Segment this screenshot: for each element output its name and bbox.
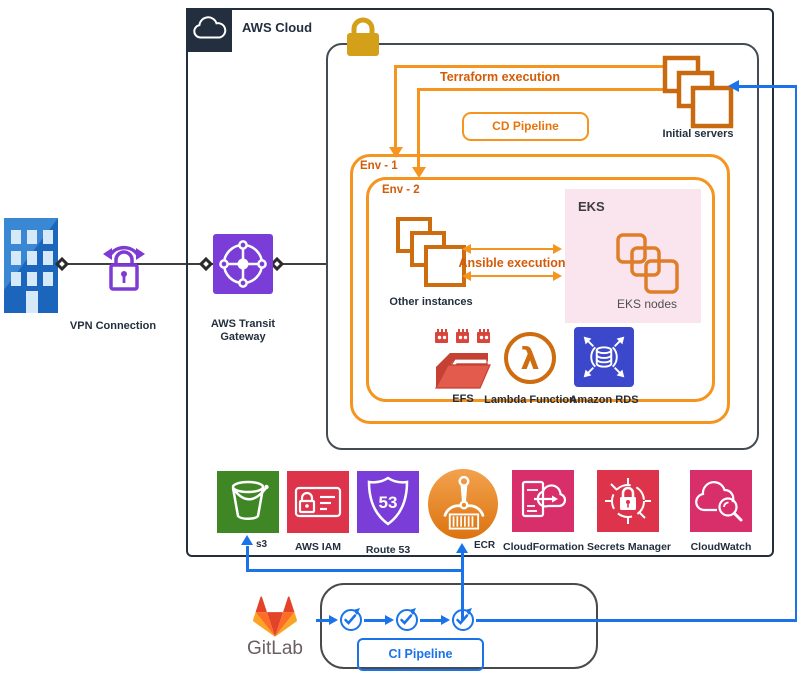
terraform-arrowhead [388,147,403,158]
initial-servers-icon [662,55,734,129]
ci-stage-line [364,619,386,622]
ansible-arrowhead [553,271,562,281]
route-53-label: Route 53 [365,544,411,556]
to-s3-line [246,546,249,571]
other-instances-icon [396,217,466,287]
to-ecr-line [461,553,464,621]
aws-iam-icon [287,471,349,533]
aws-iam-label: AWS IAM [294,541,342,553]
lambda-function-icon: λ [504,332,556,384]
gitlab-wordmark: GitLab [247,638,303,659]
terraform-execution-label: Terraform execution [440,70,560,84]
cloudformation-icon [512,470,574,532]
cloudwatch-icon [690,470,752,532]
initial-servers-arrowhead [728,80,739,92]
lock-icon [347,17,379,56]
ansible-arrowhead [462,271,471,281]
iam-glyph [294,486,342,518]
amazon-rds-icon [574,327,634,387]
ci-stage-icon [340,608,362,631]
terraform-line [417,88,420,169]
corporate-building-icon [4,218,58,313]
cloudwatch-glyph [695,481,743,522]
secrets-manager-glyph [605,478,651,524]
eks-nodes-label: EKS nodes [616,297,678,311]
env-2-label: Env - 2 [382,184,420,196]
rds-glyph [583,336,625,378]
s3-arrowhead [241,535,253,545]
check-icon [344,608,360,625]
gitlab-to-ci-line [316,619,330,622]
aws-cloud-boundary [186,8,774,557]
env-1-boundary [350,154,730,424]
eks-nodes-icon [616,233,679,294]
ci-arrowhead [385,615,394,625]
ecr-label: ECR [474,540,496,551]
transit-gateway-label: AWS Transit Gateway [210,318,276,343]
cloudformation-label: CloudFormation [503,541,585,553]
ansible-arrowhead [553,244,562,254]
ci-stage-line [420,619,442,622]
amazon-rds-label: Amazon RDS [569,394,639,406]
check-icon [400,608,416,625]
lambda-function-label: Lambda Function [484,394,576,406]
ansible-line [470,274,554,278]
terraform-line [417,88,676,91]
to-initial-servers-line [739,85,797,88]
cd-pipeline-box: CD Pipeline [462,112,589,141]
lambda-glyph: λ [521,342,540,377]
route53-glyph: 53 [367,476,409,526]
route-53-icon: 53 [357,471,419,533]
ecr-icon [428,469,498,539]
ansible-execution-label: Ansible execution [458,256,566,270]
vpn-connection-label: VPN Connection [69,320,157,332]
terraform-line [394,65,397,149]
gitlab-logo-icon [253,596,297,637]
efs-icon [435,329,491,389]
cloud-right-line [794,85,797,621]
cloudwatch-label: CloudWatch [690,541,752,553]
initial-servers-label: Initial servers [662,128,734,140]
ecr-glyph [443,475,485,530]
s3-glyph [231,480,269,521]
ci-boundary [320,583,598,669]
ci-pipeline-box: CI Pipeline [357,638,484,671]
env-1-label: Env - 1 [360,160,398,172]
other-instances-label: Other instances [389,296,473,308]
transit-gateway-icon [213,234,273,294]
ci-arrowhead [329,615,338,625]
ci-to-cloud-line [476,619,797,622]
route53-number: 53 [379,493,398,512]
ci-stage-icon [396,608,418,631]
ecr-arrowhead [456,543,468,553]
eks-label: EKS [578,199,605,214]
secrets-manager-label: Secrets Manager [586,541,672,553]
terraform-line [394,65,668,68]
onprem-connection-line [58,263,326,265]
cd-pipeline-label: CD Pipeline [492,119,559,133]
efs-label: EFS [452,393,474,405]
ecr-s3-branch-line [246,569,463,572]
terraform-arrowhead [411,167,426,178]
cloudformation-glyph [521,480,567,518]
aws-cloud-header [186,8,232,52]
secrets-manager-icon [597,470,659,532]
env-2-boundary [366,177,715,402]
s3-label: s3 [256,539,268,550]
ansible-arrowhead [462,244,471,254]
ci-pipeline-label: CI Pipeline [388,647,453,661]
aws-cloud-icon [193,16,227,39]
vpn-connection-icon [103,245,145,291]
secure-zone-boundary [326,43,759,450]
check-icon [456,608,472,625]
ansible-line [470,247,554,251]
aws-cloud-label: AWS Cloud [242,20,313,35]
ci-arrowhead [441,615,450,625]
s3-icon [217,471,279,533]
